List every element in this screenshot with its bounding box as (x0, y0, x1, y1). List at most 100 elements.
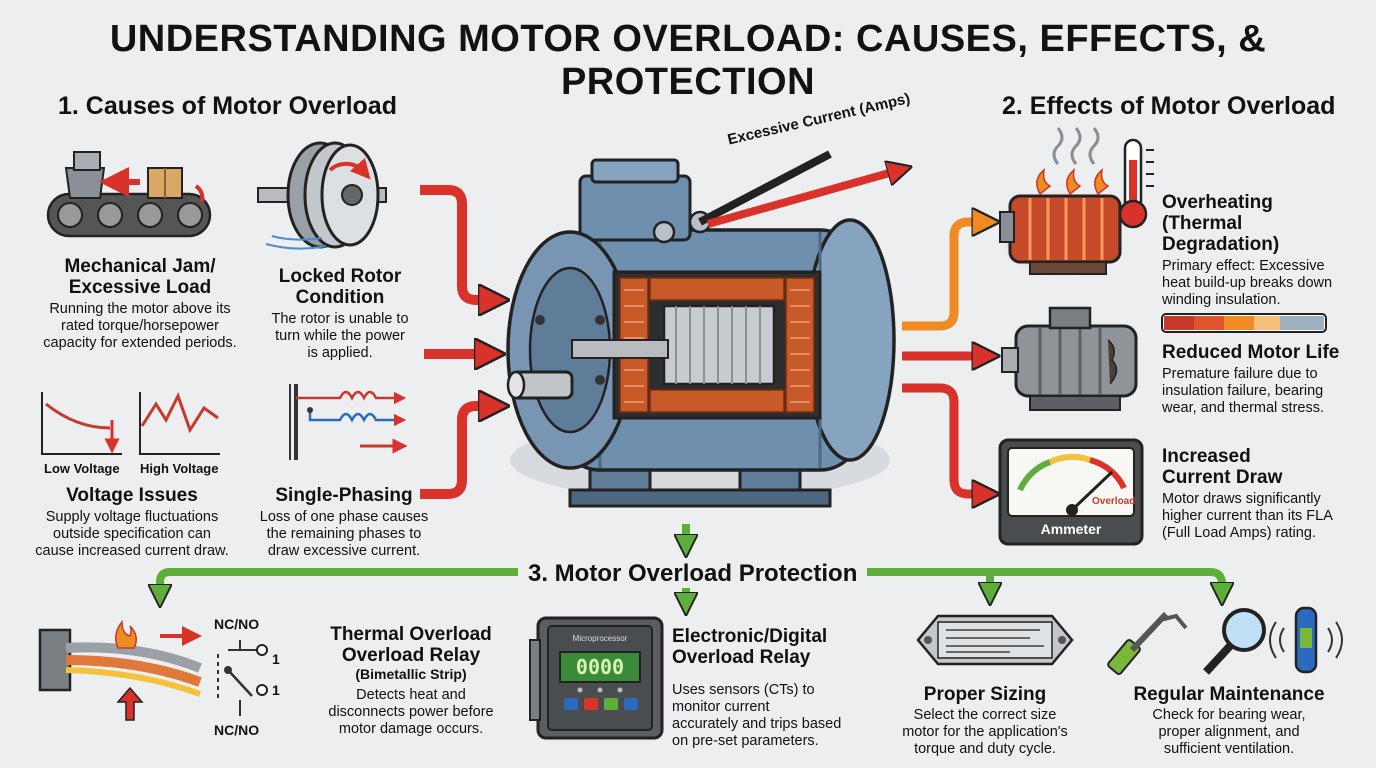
low-voltage-label: Low Voltage (44, 461, 120, 476)
life-bar-icon (1161, 313, 1327, 333)
cause-mechanical-desc-1: Running the motor above its (49, 301, 231, 317)
cause-voltage-desc-2: outside specification can (53, 526, 211, 542)
effect-current-title-2: Current Draw (1162, 467, 1283, 488)
single-phasing-schematic (289, 384, 408, 460)
ammeter-label: Ammeter (1040, 521, 1102, 537)
excessive-current-arrow (706, 170, 900, 228)
protection-electronic-title-1: Electronic/Digital (672, 626, 828, 647)
effect-reduced-life: Reduced Motor Life Premature failure due… (1162, 342, 1362, 417)
cause-mechanical-desc-3: capacity for extended periods. (43, 335, 237, 351)
effect-current-desc-2: higher current than its FLA (1162, 508, 1333, 524)
cause-voltage-title: Voltage Issues (66, 485, 198, 506)
effect-overheating: Overheating (Thermal Degradation) Primar… (1162, 192, 1362, 309)
gauge-overload-zone: Overload (1092, 496, 1136, 507)
cause-phasing-title: Single-Phasing (275, 485, 413, 506)
bimetallic-strip-icon (38, 619, 268, 721)
effect-current-desc-3: (Full Load Amps) rating. (1162, 525, 1316, 541)
protection-electronic-desc-3: accurately and trips based (672, 716, 842, 732)
effect-life-desc-3: wear, and thermal stress. (1162, 400, 1324, 416)
protection-electronic-desc-4: on pre-set parameters. (672, 733, 819, 749)
protection-maintenance-desc-3: sufficient ventilation. (1163, 741, 1295, 757)
cause-voltage-desc-1: Supply voltage fluctuations (45, 509, 219, 525)
motor-cutaway-illustration (506, 158, 896, 508)
page-title: UNDERSTANDING MOTOR OVERLOAD: CAUSES, EF… (109, 18, 1267, 103)
cause-mechanical-title-2: Excessive Load (68, 277, 212, 298)
effect-current-desc-1: Motor draws significantly (1162, 491, 1321, 507)
cause-mechanical-desc-2: rated torque/horsepower (61, 318, 219, 334)
effect-overheating-title-2: (Thermal Degradation) (1162, 213, 1280, 255)
terminal-1-bottom: 1 (272, 682, 280, 698)
protection-sizing-desc-2: motor for the application's (902, 724, 1068, 740)
protection-maintenance: Regular Maintenance Check for bearing we… (1114, 684, 1344, 758)
cause-single-phasing: Single-Phasing Loss of one phase causes … (246, 485, 442, 560)
cause-locked-rotor: Locked Rotor Condition The rotor is unab… (252, 266, 428, 362)
conveyor-jam-icon (46, 151, 212, 238)
low-voltage-graph (41, 392, 122, 455)
cause-voltage-desc-3: cause increased current draw. (35, 543, 229, 559)
arrow-motor-to-overheating (902, 222, 986, 331)
high-voltage-graph (139, 392, 220, 455)
protection-maintenance-desc-1: Check for bearing wear, (1152, 707, 1306, 723)
protection-electronic-title-2: Overload Relay (672, 647, 811, 668)
effect-current-title-1: Increased (1162, 446, 1251, 467)
cause-locked-desc-2: turn while the power (275, 328, 405, 344)
protection-electronic-desc-2: monitor current (672, 699, 770, 715)
cause-mechanical-title-1: Mechanical Jam/ (64, 256, 216, 277)
cause-locked-title-2: Condition (295, 287, 385, 308)
protection-thermal-desc-2: disconnects power before (328, 704, 494, 720)
effect-overheating-desc-3: winding insulation. (1162, 292, 1281, 308)
cause-phasing-desc-1: Loss of one phase causes (259, 509, 429, 525)
protection-maintenance-desc-2: proper alignment, and (1158, 724, 1300, 740)
arrow-protection-to-thermal (160, 568, 520, 596)
cause-phasing-desc-3: draw excessive current. (267, 543, 421, 559)
arrow-locked-to-motor (420, 185, 494, 300)
terminal-1-top: 1 (272, 651, 280, 667)
high-voltage-label: High Voltage (140, 461, 219, 476)
relay-display: 0000 (575, 655, 625, 679)
overheating-motor-icon (998, 127, 1122, 278)
thermometer-icon (1118, 138, 1154, 229)
effect-overheating-desc-1: Primary effect: Excessive (1162, 258, 1325, 274)
protection-thermal-subtitle: (Bimetallic Strip) (355, 666, 467, 682)
cause-locked-desc-1: The rotor is unable to (271, 311, 409, 327)
protection-sizing: Proper Sizing Select the correct size mo… (880, 684, 1090, 758)
protection-electronic-desc-1: Uses sensors (CTs) to (672, 682, 815, 698)
nc-no-top-label: NC/NO (214, 616, 260, 632)
protection-maintenance-title: Regular Maintenance (1133, 684, 1325, 705)
effects-heading: 2. Effects of Motor Overload (1002, 92, 1336, 120)
protection-thermal-title-2: Overload Relay (341, 645, 481, 666)
cause-voltage: Voltage Issues Supply voltage fluctuatio… (12, 485, 252, 560)
effect-overheating-desc-2: heat build-up breaks down (1162, 275, 1333, 291)
causes-heading: 1. Causes of Motor Overload (58, 92, 397, 120)
ammeter-icon (998, 438, 1144, 546)
protection-sizing-title: Proper Sizing (923, 684, 1047, 705)
protection-sizing-desc-3: torque and duty cycle. (914, 741, 1056, 757)
protection-heading: 3. Motor Overload Protection (518, 560, 868, 588)
cause-locked-desc-3: is applied. (307, 345, 373, 361)
cable-icon (698, 150, 832, 226)
protection-sizing-desc-1: Select the correct size (913, 707, 1057, 723)
arrow-phasing-to-motor (420, 406, 494, 499)
cause-phasing-desc-2: the remaining phases to (266, 526, 422, 542)
relay-device-label: Microprocessor (572, 634, 628, 643)
effect-life-title: Reduced Motor Life (1162, 342, 1340, 363)
effect-current-draw: Increased Current Draw Motor draws signi… (1162, 446, 1362, 542)
effect-life-desc-1: Premature failure due to (1162, 366, 1318, 382)
electronic-relay-icon (529, 616, 664, 740)
arrow-protection-to-right (862, 568, 1222, 594)
cause-locked-title-1: Locked Rotor (278, 266, 402, 287)
protection-thermal-desc-1: Detects heat and (356, 687, 466, 703)
protection-thermal: Thermal Overload Overload Relay (Bimetal… (298, 624, 524, 738)
effect-overheating-title-1: Overheating (1162, 192, 1273, 213)
protection-thermal-title-1: Thermal Overload (330, 624, 492, 645)
maintenance-tools-icon (1107, 606, 1343, 675)
nameplate-icon (916, 614, 1074, 666)
cause-mechanical: Mechanical Jam/ Excessive Load Running t… (20, 256, 260, 352)
arrow-motor-to-current (902, 383, 986, 494)
protection-electronic: Electronic/Digital Overload Relay Uses s… (672, 626, 852, 750)
effect-life-desc-2: insulation failure, bearing (1162, 383, 1324, 399)
locked-rotor-icon (257, 141, 387, 250)
worn-motor-icon (1001, 306, 1138, 411)
protection-thermal-desc-3: motor damage occurs. (338, 721, 484, 737)
